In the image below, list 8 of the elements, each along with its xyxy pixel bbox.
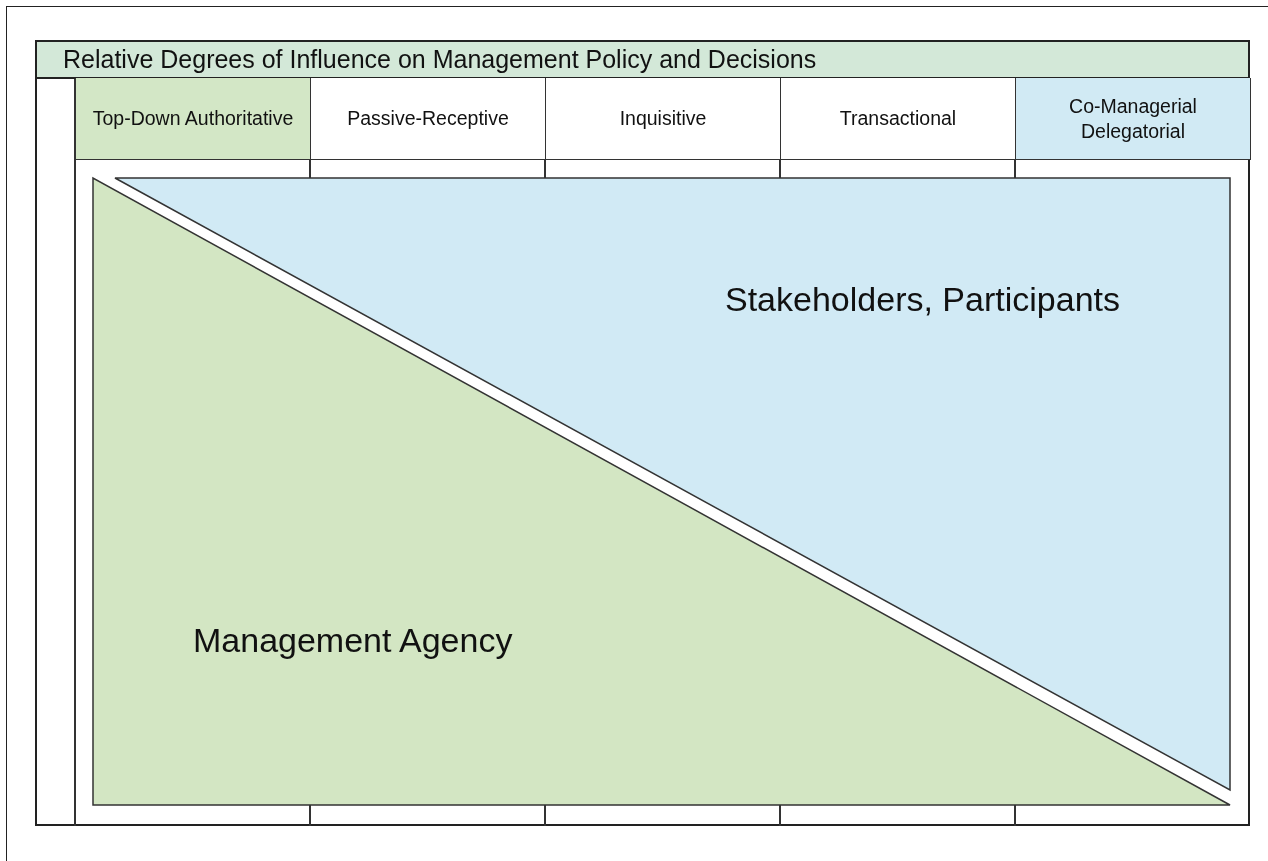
area-label: Stakeholders, Participants — [725, 280, 1120, 319]
area-label: Management Agency — [193, 621, 513, 660]
column-header: Co-Managerial Delegatorial — [1015, 78, 1251, 160]
column-header: Inquisitive — [545, 78, 781, 160]
column-header: Transactional — [780, 78, 1016, 160]
column-header: Passive-Receptive — [310, 78, 546, 160]
column-header: Top-Down Authoritative — [75, 78, 311, 160]
title-band: Relative Degrees of Influence on Management Policy and Decisions — [35, 40, 1250, 79]
